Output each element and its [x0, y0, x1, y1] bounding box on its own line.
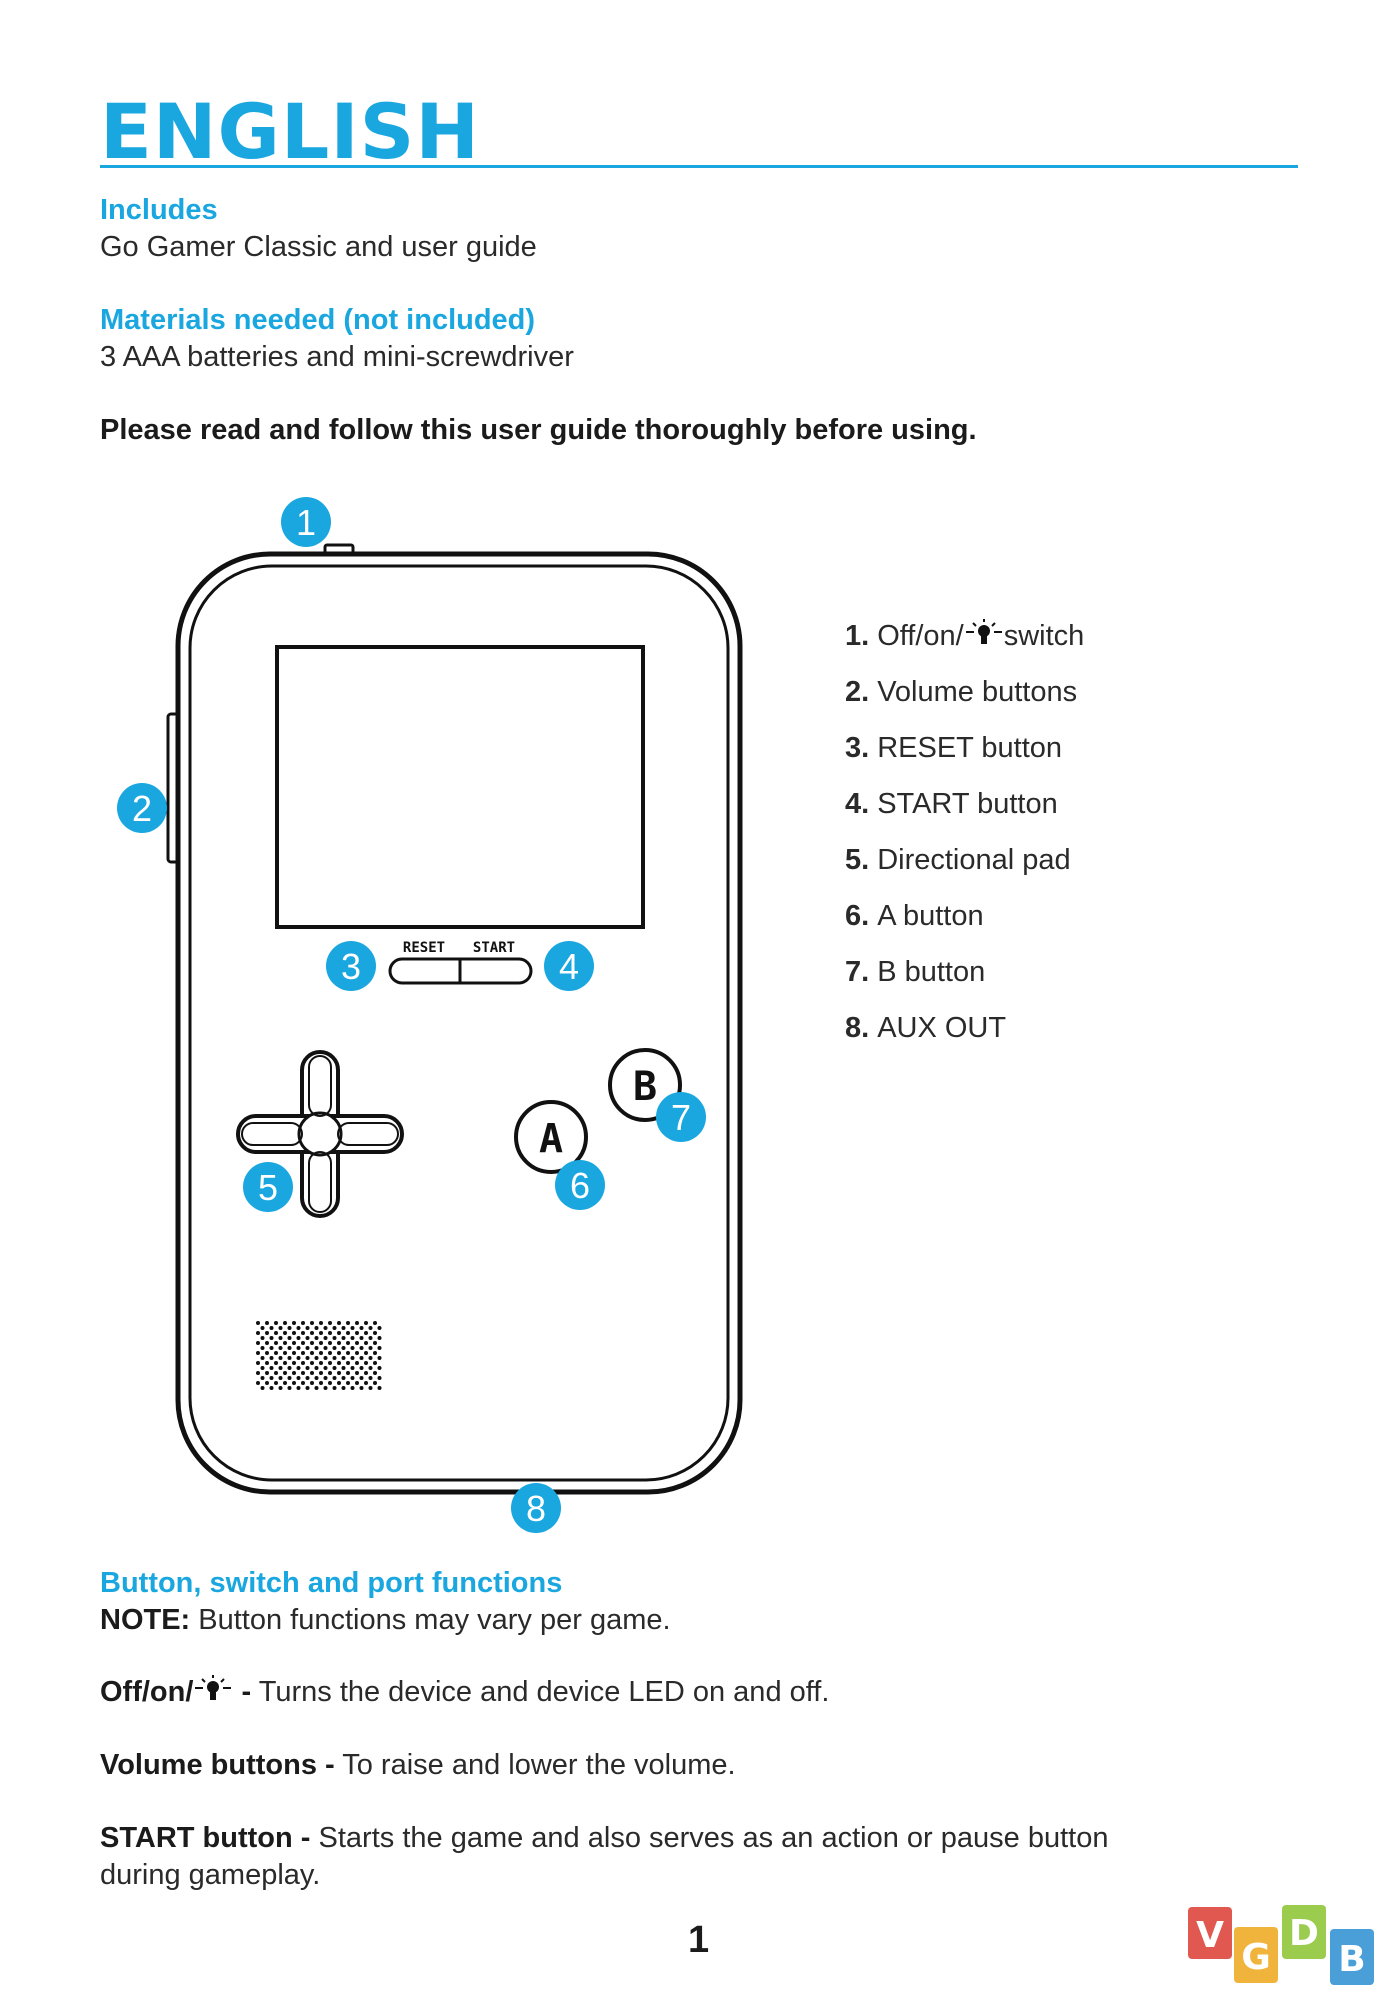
legend-label: Directional pad: [877, 844, 1071, 876]
callout-8: 8: [511, 1483, 561, 1533]
page-number: 1: [688, 1919, 710, 1961]
legend-item: 6.A button: [845, 898, 1084, 954]
note-text: Button functions may vary per game.: [198, 1604, 671, 1636]
svg-text:D: D: [1289, 1913, 1319, 1954]
legend-item: 5.Directional pad: [845, 842, 1084, 898]
callout-6: 6: [555, 1160, 605, 1210]
legend-number: 2.: [845, 676, 870, 708]
a-button: [514, 1100, 588, 1174]
callout-3: 3: [326, 941, 376, 991]
materials-text: 3 AAA batteries and mini-screwdriver: [100, 341, 574, 373]
svg-text:2: 2: [132, 788, 152, 829]
legend-item: 1.Off/on/switch: [845, 618, 1084, 674]
speaker-grille: [256, 1321, 382, 1390]
directional-pad: [236, 1050, 404, 1218]
legend-number: 1.: [845, 620, 870, 652]
svg-text:1: 1: [296, 502, 316, 543]
svg-text:V: V: [1196, 1915, 1224, 1956]
function-term: Volume buttons: [100, 1749, 317, 1781]
screen: [275, 645, 645, 929]
svg-text:G: G: [1241, 1937, 1271, 1978]
function-separator: -: [300, 1822, 311, 1854]
page-title: ENGLISH: [100, 87, 480, 176]
start-label: START: [473, 940, 515, 956]
svg-text:B: B: [1338, 1939, 1365, 1980]
svg-text:3: 3: [341, 946, 361, 987]
note-label: NOTE:: [100, 1604, 191, 1636]
legend-number: 8.: [845, 1012, 870, 1044]
device-diagram: RESET START A B 1 2 3 4 5 6 7 8: [117, 497, 743, 1533]
title-divider: [100, 165, 1298, 168]
functions-note: NOTE: Button functions may vary per game…: [100, 1602, 1140, 1639]
function-item-volume: Volume buttons - To raise and lower the …: [100, 1747, 1140, 1784]
legend-label: AUX OUT: [877, 1012, 1007, 1044]
legend-label-post: switch: [1003, 620, 1085, 652]
function-term: START button: [100, 1822, 293, 1854]
legend-item: 8.AUX OUT: [845, 1010, 1084, 1066]
svg-text:8: 8: [526, 1488, 546, 1529]
function-separator: -: [325, 1749, 335, 1781]
function-item-start: START button - Starts the game and also …: [100, 1820, 1140, 1894]
parts-legend: 1.Off/on/switch 2.Volume buttons 3.RESET…: [845, 618, 1084, 1066]
legend-label-pre: Off/on/: [877, 620, 964, 652]
legend-item: 4.START button: [845, 786, 1084, 842]
callout-1: 1: [281, 497, 331, 547]
materials-heading: Materials needed (not included): [100, 304, 536, 336]
callout-5: 5: [243, 1162, 293, 1212]
function-desc: Turns the device and device LED on and o…: [258, 1676, 830, 1708]
includes-heading: Includes: [100, 194, 218, 226]
legend-number: 3.: [845, 732, 870, 764]
legend-number: 7.: [845, 956, 870, 988]
vgdb-watermark-logo: V G D B: [1188, 1905, 1374, 1985]
read-guide-notice: Please read and follow this user guide t…: [100, 414, 977, 446]
function-item-power: Off/on/ - Turns the device and device LE…: [100, 1674, 1140, 1715]
light-icon: [193, 1675, 233, 1715]
callout-2: 2: [117, 783, 167, 833]
function-desc: Starts the game and also serves as an ac…: [100, 1822, 1109, 1891]
reset-label: RESET: [403, 940, 445, 956]
legend-item: 2.Volume buttons: [845, 674, 1084, 730]
legend-number: 6.: [845, 900, 870, 932]
legend-label: A button: [877, 900, 984, 932]
legend-item: 3.RESET button: [845, 730, 1084, 786]
b-button-letter: B: [633, 1064, 657, 1110]
function-separator: -: [241, 1676, 252, 1708]
functions-heading: Button, switch and port functions: [100, 1567, 563, 1599]
svg-text:6: 6: [570, 1165, 590, 1206]
legend-label: START button: [877, 788, 1058, 820]
legend-number: 4.: [845, 788, 870, 820]
svg-text:5: 5: [258, 1167, 278, 1208]
legend-number: 5.: [845, 844, 870, 876]
legend-label: Volume buttons: [877, 676, 1078, 708]
function-term: Off/on/: [100, 1676, 194, 1708]
legend-label: B button: [877, 956, 986, 988]
includes-text: Go Gamer Classic and user guide: [100, 231, 537, 263]
callout-7: 7: [656, 1092, 706, 1142]
callout-4: 4: [544, 941, 594, 991]
legend-item: 7.B button: [845, 954, 1084, 1010]
svg-text:7: 7: [671, 1097, 691, 1138]
function-desc: To raise and lower the volume.: [342, 1749, 736, 1781]
device-body-inner: [188, 564, 730, 1482]
light-icon: [964, 619, 1004, 658]
a-button-letter: A: [539, 1116, 563, 1162]
legend-label: RESET button: [877, 732, 1063, 764]
svg-text:4: 4: [559, 946, 579, 987]
